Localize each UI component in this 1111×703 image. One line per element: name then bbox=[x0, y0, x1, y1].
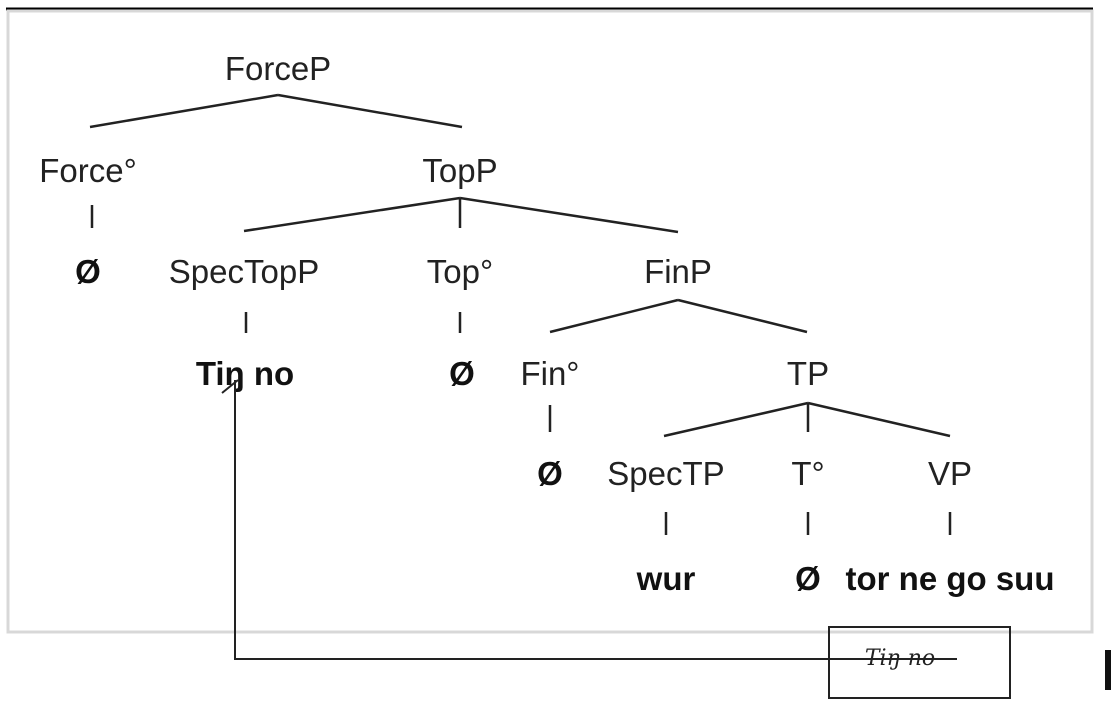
edge-mark bbox=[1105, 650, 1111, 690]
node-fin-value: Ø bbox=[537, 455, 563, 492]
node-spec-tp: SpecTP bbox=[607, 455, 724, 492]
node-t-value: Ø bbox=[795, 560, 821, 597]
node-finp: FinP bbox=[644, 253, 712, 290]
node-spec-topp-value: Tiŋ no bbox=[196, 355, 294, 392]
arrowhead-icon bbox=[221, 379, 239, 394]
trace-box bbox=[828, 626, 1011, 699]
tree-frame bbox=[6, 9, 1094, 634]
tree-edges bbox=[89, 93, 952, 535]
node-tp: TP bbox=[787, 355, 829, 392]
node-spec-tp-value: wur bbox=[636, 560, 696, 597]
node-spec-topp: SpecTopP bbox=[169, 253, 319, 290]
node-force-head: Force° bbox=[39, 152, 137, 189]
node-forcep: ForceP bbox=[225, 50, 331, 87]
node-vp: VP bbox=[928, 455, 972, 492]
node-top-head: Top° bbox=[427, 253, 493, 290]
node-t-head: T° bbox=[791, 455, 824, 492]
node-vp-value: tor ne go suu bbox=[846, 560, 1055, 597]
node-topp: TopP bbox=[422, 152, 497, 189]
node-top-value: Ø bbox=[449, 355, 475, 392]
node-fin-head: Fin° bbox=[520, 355, 579, 392]
node-force-value: Ø bbox=[75, 253, 101, 290]
movement-arrow bbox=[221, 379, 955, 660]
